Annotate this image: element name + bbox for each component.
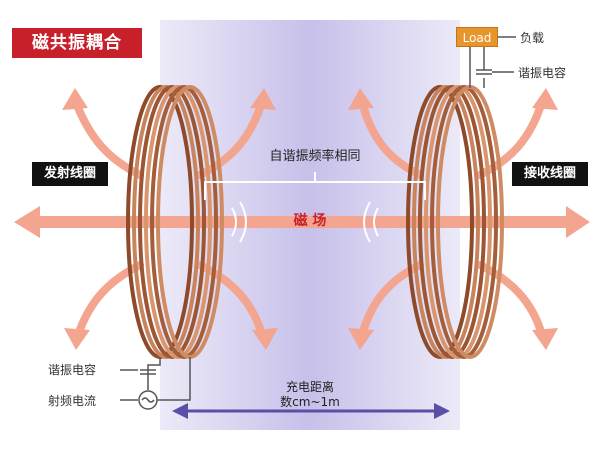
distance-title: 充电距离 [285, 380, 334, 394]
load-box: Load [456, 27, 498, 47]
load-note: 负载 [520, 31, 545, 45]
receiver-circuit [469, 36, 516, 88]
diagram-title: 磁共振耦合 [12, 28, 142, 58]
charge-distance-arrow [172, 403, 450, 419]
same-frequency-label: 自谐振频率相同 [269, 149, 361, 164]
transmit-coil-label: 发射线圈 [32, 162, 108, 186]
magnetic-field-label: 磁 场 [293, 213, 327, 229]
distance-range: 数cm~1m [280, 395, 340, 409]
receive-coil [406, 85, 504, 359]
transmitter-capacitor-label: 谐振电容 [48, 363, 97, 377]
receiver-capacitor-label: 谐振电容 [518, 66, 567, 80]
rf-current-label: 射频电流 [48, 394, 97, 408]
transmitter-circuit [120, 357, 191, 410]
wave-symbols-right [363, 201, 379, 243]
wave-symbols-left [231, 201, 247, 243]
frequency-bracket [204, 172, 426, 200]
receive-coil-label: 接收线圈 [512, 162, 588, 186]
